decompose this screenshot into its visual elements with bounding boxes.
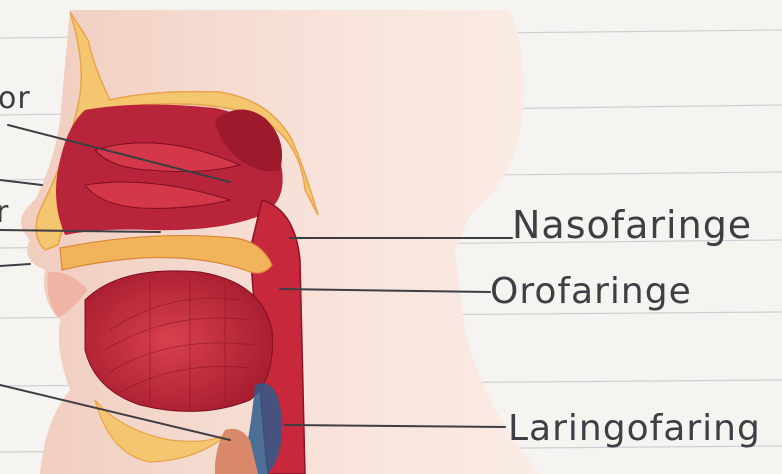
tongue — [85, 271, 273, 412]
label-left-cut-1: or — [0, 81, 31, 116]
pointer-line-left-4 — [0, 264, 30, 266]
label-left-cut-2: r — [0, 195, 9, 230]
pointer-line-left-2 — [0, 180, 42, 185]
label-nasopharynx: Nasofaringe — [512, 203, 752, 247]
label-laryngopharynx: Laringofaring — [508, 408, 761, 449]
label-oropharynx: Orofaringe — [490, 271, 692, 312]
